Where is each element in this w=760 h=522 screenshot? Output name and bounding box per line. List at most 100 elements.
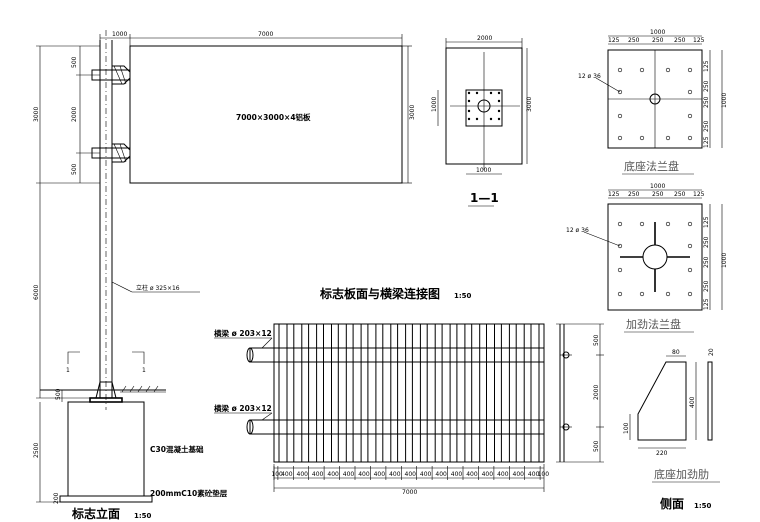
bf-vseg-5: 125 (703, 136, 710, 148)
dim-seg-c: 500 (71, 163, 78, 175)
bf-hole-label: 12 ø 36 (578, 73, 601, 80)
dim-foundation: 2500 (33, 443, 40, 458)
sf-seg-4: 250 (674, 191, 686, 198)
elevation-title: 标志立面 (71, 506, 120, 521)
connection-dim-17: 400 (528, 471, 540, 478)
bf-seg-1: 125 (608, 37, 620, 44)
sign-panel (129, 45, 403, 184)
connection-dim-14: 400 (482, 471, 494, 478)
bf-title: 底座法兰盘 (624, 159, 679, 173)
connection-dim-9: 400 (405, 471, 417, 478)
rib-plate (637, 361, 687, 441)
bf-vdim-total: 1000 (721, 93, 728, 108)
connection-dim-3: 400 (312, 471, 324, 478)
panel-slat (278, 323, 288, 463)
section-mark-left: 1 (66, 367, 70, 374)
rib-dim-thick: 20 (708, 348, 715, 356)
foundation (67, 401, 145, 497)
bf-vseg-4: 250 (703, 120, 710, 132)
sf-vseg-4: 250 (703, 280, 710, 292)
sf-vseg-5: 125 (703, 298, 710, 310)
panel-slat (308, 323, 318, 463)
panel-slat (367, 323, 377, 463)
side-title: 侧面 (660, 496, 684, 511)
sf-seg-3: 250 (652, 191, 664, 198)
sf-plate (607, 203, 703, 311)
rib-dim-base-h: 100 (623, 422, 630, 434)
rib-title: 底座加劲肋 (654, 467, 709, 481)
side-view: 500 2000 500 侧面 1:50 (556, 323, 712, 511)
panel-slat (352, 323, 362, 463)
connection-dim-18: 100 (538, 471, 550, 478)
sf-seg-2: 250 (628, 191, 640, 198)
connection-dim-6: 400 (358, 471, 370, 478)
s11-title: 1—1 (470, 191, 499, 205)
bf-seg-5: 125 (693, 37, 705, 44)
panel-slat (397, 323, 407, 463)
sf-dim-total: 1000 (650, 183, 665, 190)
s11-dim-inner-w: 1000 (476, 167, 491, 174)
s11-dim-width: 2000 (477, 35, 492, 42)
dim-seg-a: 500 (71, 56, 78, 68)
rib-dim-width: 220 (656, 450, 668, 457)
bf-vseg-2: 250 (703, 80, 710, 92)
connection-scale: 1:50 (454, 292, 472, 300)
base-stiffener-rib: 80 20 400 100 220 底座加劲肋 (623, 348, 720, 483)
sf-seg-1: 125 (608, 191, 620, 198)
stiffened-flange-plan: 1000 125 250 250 250 125 12 ø 36 125 250… (566, 183, 728, 333)
panel-beam-connection: 标志板面与横梁连接图 1:50 横梁 ø 203×12 横梁 ø 203×12 … (214, 286, 549, 496)
side-dim-mid: 2000 (593, 385, 600, 400)
dim-seg-b: 2000 (71, 107, 78, 122)
beam-label-top: 横梁 ø 203×12 (214, 328, 272, 338)
elevation-scale: 1:50 (134, 512, 152, 520)
column-label: 立柱 ø 325×16 (136, 284, 180, 292)
panel-slat (337, 323, 347, 463)
bf-dim-total: 1000 (650, 29, 665, 36)
section-1-1: 2000 3000 1000 1000 1—1 (431, 35, 533, 207)
connection-dim-total: 7000 (402, 489, 417, 496)
connection-dim-2: 400 (297, 471, 309, 478)
dim-cushion: 200 (53, 492, 60, 504)
panel-slat (411, 323, 421, 463)
sign-elevation: 1000 7000 7000×3000×4铝板 3000 3000 6000 5… (33, 30, 416, 521)
s11-dim-height: 3000 (526, 97, 533, 112)
bf-vseg-3: 250 (703, 96, 710, 108)
sf-vseg-3: 250 (703, 256, 710, 268)
panel-slat (382, 323, 392, 463)
panel-slat (426, 323, 436, 463)
rib-dim-top: 80 (672, 349, 680, 356)
panel-slat (323, 323, 332, 463)
connection-dim-5: 400 (343, 471, 355, 478)
dim-left-total-bottom: 6000 (33, 285, 40, 300)
sf-vseg-2: 250 (703, 236, 710, 248)
rib-thickness (707, 361, 713, 441)
base-flange-plan: 1000 125 250 250 250 125 12 ø 36 125 250… (578, 29, 728, 175)
beam-label-bottom: 横梁 ø 203×12 (214, 403, 272, 413)
cushion (59, 495, 153, 503)
sf-vseg-1: 125 (703, 216, 710, 228)
connection-title: 标志板面与横梁连接图 (319, 286, 440, 301)
sf-seg-5: 125 (693, 191, 705, 198)
connection-dim-0: 100 (271, 471, 283, 478)
connection-dim-10: 400 (420, 471, 432, 478)
dim-base-top: 500 (55, 388, 62, 400)
bf-vseg-1: 125 (703, 60, 710, 72)
section-mark-right: 1 (142, 367, 146, 374)
dim-left-total-top: 3000 (33, 107, 40, 122)
sf-title: 加劲法兰盘 (626, 317, 681, 331)
side-dim-top: 500 (593, 334, 600, 346)
s11-flange (465, 89, 503, 127)
side-scale: 1:50 (694, 502, 712, 510)
panel-slat (293, 323, 303, 463)
connection-beam-top (249, 347, 545, 363)
connection-dim-11: 400 (435, 471, 447, 478)
rib-dim-height: 400 (689, 396, 696, 408)
connection-beam-bottom (249, 419, 545, 435)
side-dim-bottom: 500 (593, 440, 600, 452)
s11-dim-inner-h: 1000 (431, 97, 438, 112)
connection-panel (273, 323, 545, 463)
foundation-label: C30混凝土基础 (150, 444, 204, 454)
connection-dim-1: 400 (281, 471, 293, 478)
panel-slat (471, 323, 481, 463)
